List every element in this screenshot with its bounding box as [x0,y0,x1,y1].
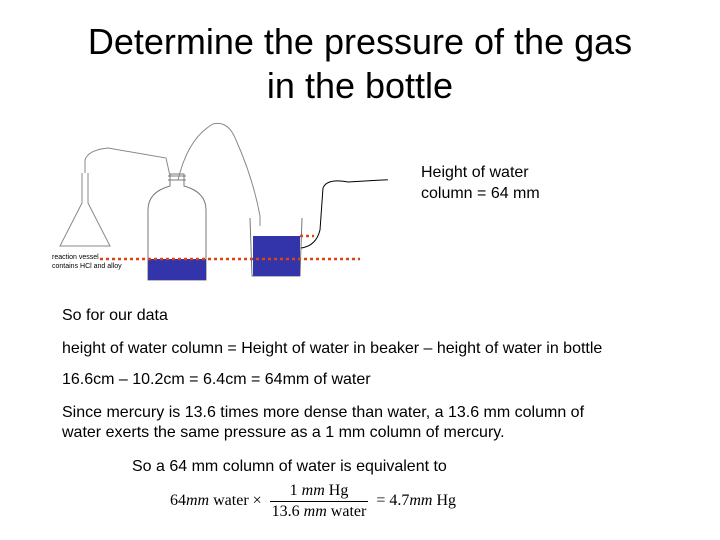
water-column-callout: Height of water column = 64 mm [421,162,540,204]
title-line-2: in the bottle [266,65,454,106]
conversion-equation: 64mm water × 1 mm Hg 13.6 mm water = 4.7… [170,482,456,521]
apparatus-diagram: reaction vessel contains HCl and alloy [52,122,388,281]
equation-result-word: Hg [432,492,457,510]
equation-lhs-word: water [209,492,249,510]
reaction-flask [59,173,111,247]
bottle-water [148,259,206,280]
callout-line-2: column = 64 mm [421,185,540,202]
mercury-density-line-2: water exerts the same pressure as a 1 mm… [62,424,505,441]
paragraph-height-definition: height of water column = Height of water… [62,340,603,357]
equation-denominator: 13.6 mm water [271,503,367,520]
equation-times: × [252,492,262,510]
mercury-density-line-1: Since mercury is 13.6 times more dense t… [62,404,585,421]
callout-connector [300,179,388,249]
equation-fraction: 1 mm Hg 13.6 mm water [269,482,369,521]
vessel-label-line-2: contains HCl and alloy [52,263,122,270]
equation-result-unit: mm [409,492,433,510]
siphon-tube [177,122,261,226]
equation-numerator: 1 mm Hg [269,482,369,502]
paragraph-mercury-density: Since mercury is 13.6 times more dense t… [62,403,584,443]
equation-lhs-value: 64 [170,492,186,510]
paragraph-equivalence: So a 64 mm column of water is equivalent… [132,458,447,475]
callout-line-1: Height of water [421,164,529,181]
vessel-label-line-1: reaction vessel [52,254,99,261]
equation-equals: = 4.7 [376,492,410,510]
equation-lhs-unit: mm [186,492,210,510]
connecting-tube [84,147,171,177]
slide-title: Determine the pressure of the gas in the… [0,20,720,108]
paragraph-data-intro: So for our data [62,307,168,324]
beaker-water [253,236,300,276]
paragraph-calculation: 16.6cm – 10.2cm = 6.4cm = 64mm of water [62,371,371,388]
title-line-1: Determine the pressure of the gas [87,21,633,62]
